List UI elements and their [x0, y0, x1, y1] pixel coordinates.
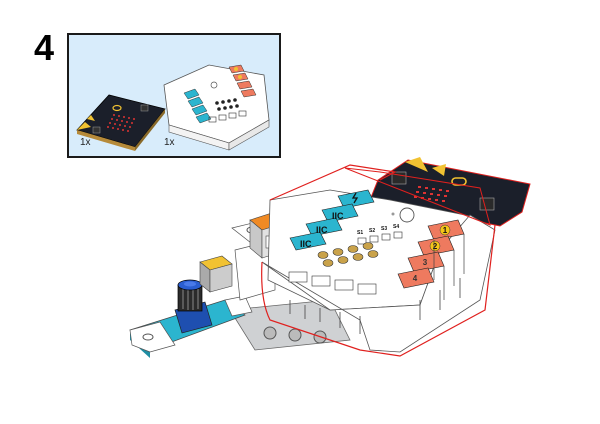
motor-port-label: 4 — [413, 274, 418, 283]
parts-box: 1x 1x — [67, 33, 281, 158]
iic-port-label: IIC — [332, 211, 344, 221]
step-number: 4 — [34, 27, 55, 68]
pin-label: S1 — [357, 230, 363, 236]
iic-port-label: IIC — [300, 239, 312, 249]
pin-label: S2 — [369, 228, 375, 234]
power-port — [337, 189, 375, 209]
parts-illustration — [76, 64, 270, 151]
motor-ports: 1 2 3 4 — [397, 219, 465, 300]
connector-blocks — [231, 211, 310, 301]
motor-port-label: 2 — [433, 242, 438, 251]
microbit-part — [76, 94, 166, 151]
quantity-label: 1x — [164, 137, 175, 148]
iic-port-label: IIC — [316, 225, 328, 235]
potentiometer-module — [129, 255, 253, 358]
nezha-board: IIC IIC IIC S1 S2 S3 S4 — [261, 164, 496, 357]
pin-label: S4 — [393, 224, 399, 230]
microbit-board — [369, 157, 531, 227]
pin-label: S3 — [381, 226, 387, 232]
motor-port-label: 1 — [443, 226, 448, 235]
motor-port-label: 3 — [423, 258, 428, 267]
quantity-label: 1x — [80, 137, 91, 148]
beam — [229, 299, 351, 351]
nezha-part — [163, 64, 270, 151]
